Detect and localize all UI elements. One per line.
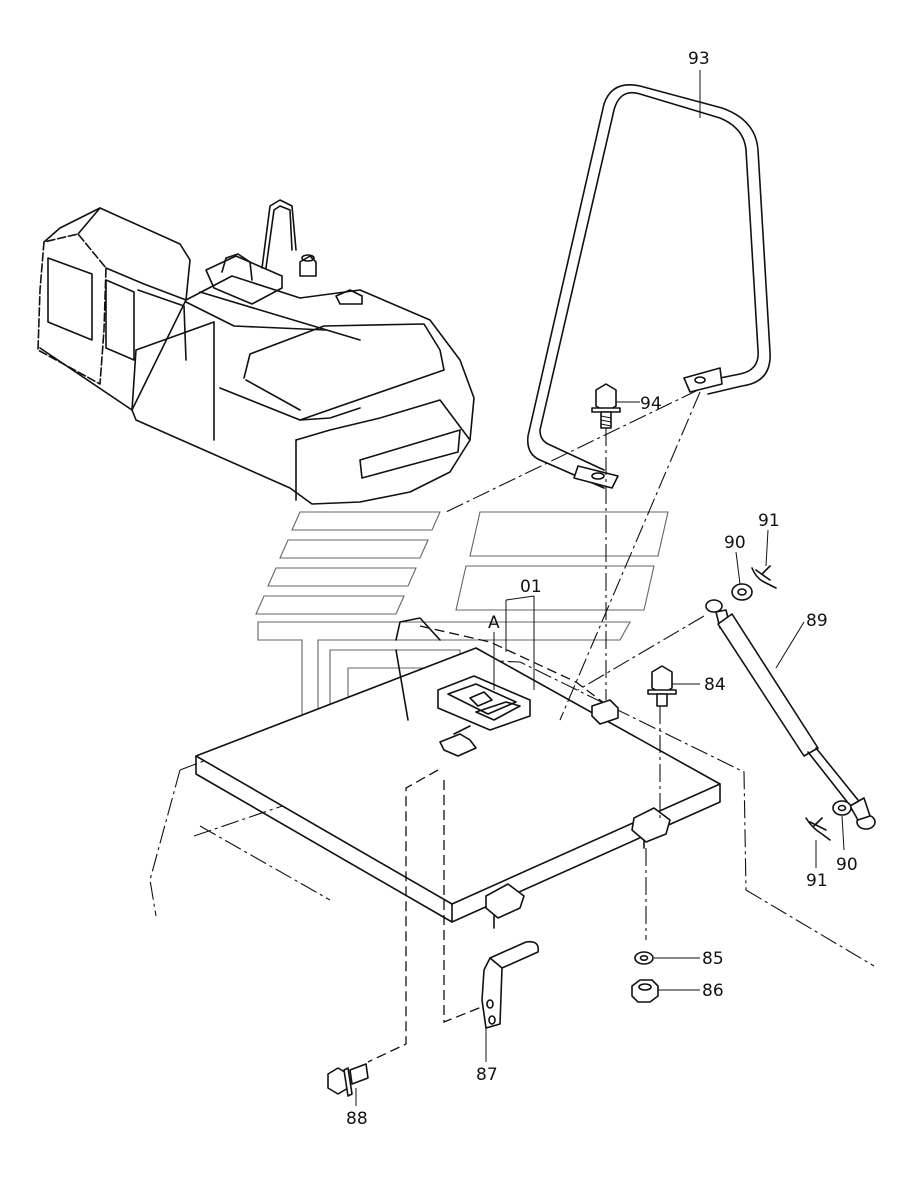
assembly-lines [367,389,705,1063]
label-leaders [355,70,845,1106]
bolt-88 [327,1063,369,1097]
label-88: 88 [346,1109,368,1129]
label-A: A [488,613,500,633]
washer-85 [634,951,654,965]
bracket-87 [481,940,540,1029]
label-91-bottom: 91 [806,871,828,891]
label-90-bottom: 90 [836,855,858,875]
label-87: 87 [476,1065,498,1085]
label-93: 93 [688,49,710,69]
washer-90-bottom [832,800,852,816]
label-89: 89 [806,611,828,631]
gas-spring [705,599,876,830]
label-84: 84 [704,675,726,695]
label-90-top: 90 [724,533,746,553]
clip-91-top [751,565,777,589]
nut-86 [631,979,659,1003]
cover-plate [149,617,875,967]
handrail [526,84,771,489]
label-86: 86 [702,981,724,1001]
bolt-84 [647,665,677,707]
label-91-top: 91 [758,511,780,531]
clip-91-bottom [805,817,831,841]
label-94: 94 [640,394,662,414]
excavator-overview [37,199,475,505]
label-01: 01 [520,577,542,597]
bolt-94 [591,383,621,429]
label-85: 85 [702,949,724,969]
washer-90-top [731,583,753,601]
